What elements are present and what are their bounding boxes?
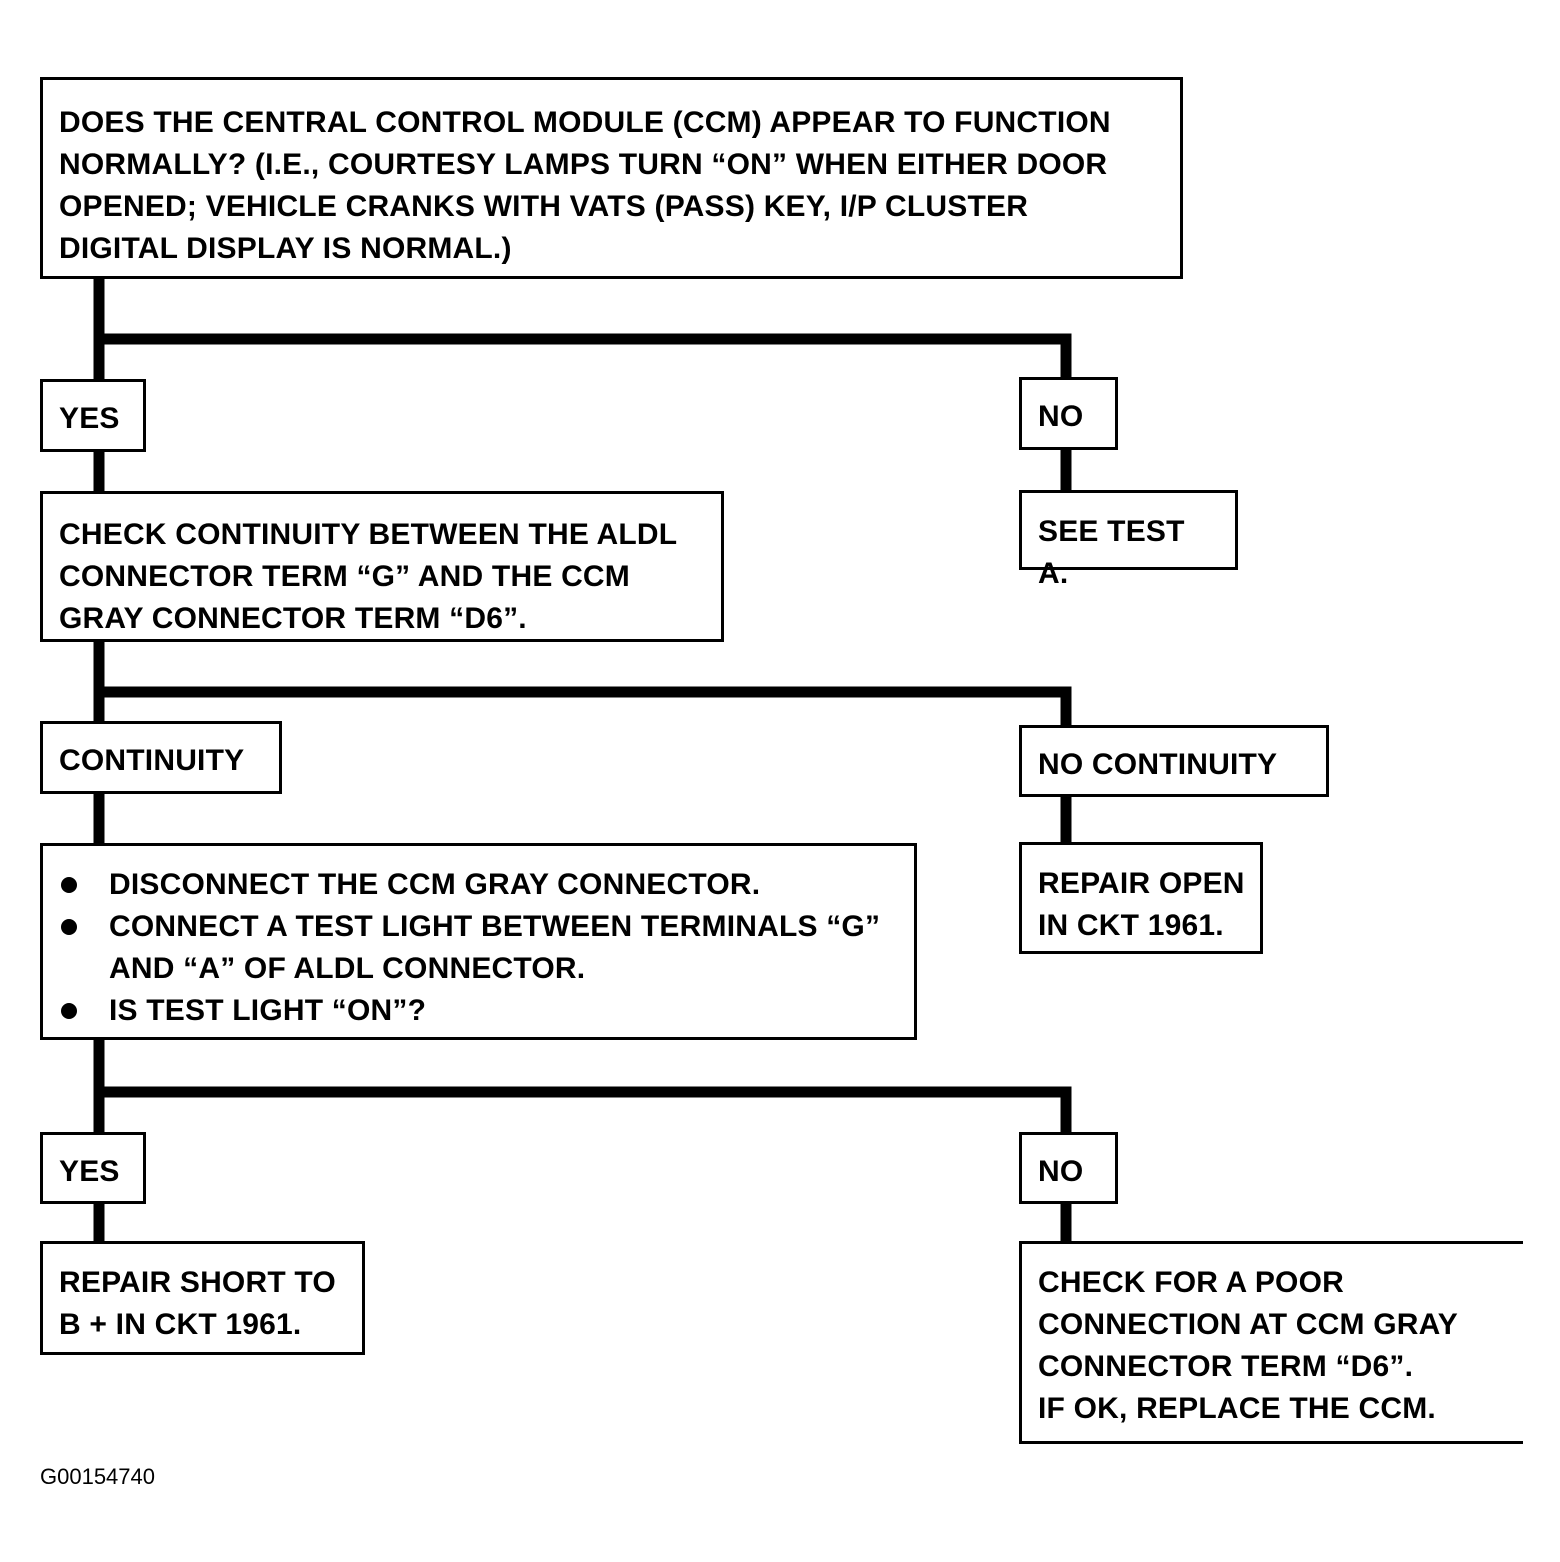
question-line: DIGITAL DISPLAY IS NORMAL.) (59, 232, 512, 265)
no-label-2: NO (1019, 1132, 1118, 1204)
question-line: NORMALLY? (I.E., COURTESY LAMPS TURN “ON… (59, 148, 1108, 181)
repair-short-box: REPAIR SHORT TO B + IN CKT 1961. (40, 1241, 365, 1355)
no-label-text: NO (1038, 400, 1084, 433)
test-steps-list: DISCONNECT THE CCM GRAY CONNECTOR. CONNE… (59, 864, 898, 1032)
continuity-label: CONTINUITY (40, 721, 282, 794)
action-line: B + IN CKT 1961. (59, 1308, 302, 1341)
question-line: OPENED; VEHICLE CRANKS WITH VATS (PASS) … (59, 190, 1029, 223)
repair-open-box: REPAIR OPEN IN CKT 1961. (1019, 842, 1263, 954)
action-line: CONNECTION AT CCM GRAY (1038, 1308, 1458, 1341)
test-step: IS TEST LIGHT “ON”? (59, 990, 898, 1032)
action-line: REPAIR SHORT TO (59, 1266, 336, 1299)
see-test-a-box: SEE TEST A. (1019, 490, 1238, 590)
action-line: CHECK FOR A POOR (1038, 1266, 1344, 1299)
test-step: DISCONNECT THE CCM GRAY CONNECTOR. (59, 864, 898, 906)
no-continuity-label-text: NO CONTINUITY (1038, 748, 1278, 781)
check-continuity-box: CHECK CONTINUITY BETWEEN THE ALDL CONNEC… (40, 491, 724, 642)
action-line: GRAY CONNECTOR TERM “D6”. (59, 602, 527, 635)
poor-connection-box: CHECK FOR A POOR CONNECTION AT CCM GRAY … (1019, 1241, 1523, 1444)
action-line: IF OK, REPLACE THE CCM. (1038, 1392, 1436, 1425)
action-line: CHECK CONTINUITY BETWEEN THE ALDL (59, 518, 678, 551)
test-step: CONNECT A TEST LIGHT BETWEEN TERMINALS “… (59, 906, 889, 990)
action-line: CONNECTOR TERM “D6”. (1038, 1350, 1414, 1383)
no-label-1: NO (1019, 377, 1118, 450)
yes-label-text: YES (59, 1155, 120, 1188)
action-line: CONNECTOR TERM “G” AND THE CCM (59, 560, 630, 593)
test-light-box: DISCONNECT THE CCM GRAY CONNECTOR. CONNE… (40, 843, 917, 1040)
question-line: DOES THE CENTRAL CONTROL MODULE (CCM) AP… (59, 106, 1111, 139)
action-line: REPAIR OPEN (1038, 867, 1245, 900)
no-label-text: NO (1038, 1155, 1084, 1188)
figure-code: G00154740 (40, 1464, 155, 1489)
yes-label-2: YES (40, 1132, 146, 1204)
question-ccm-function-box: DOES THE CENTRAL CONTROL MODULE (CCM) AP… (40, 77, 1183, 279)
yes-label-text: YES (59, 402, 120, 435)
continuity-label-text: CONTINUITY (59, 744, 245, 777)
see-test-a-text: SEE TEST A. (1038, 515, 1185, 590)
yes-label-1: YES (40, 379, 146, 452)
action-line: IN CKT 1961. (1038, 909, 1224, 942)
no-continuity-label: NO CONTINUITY (1019, 725, 1329, 797)
